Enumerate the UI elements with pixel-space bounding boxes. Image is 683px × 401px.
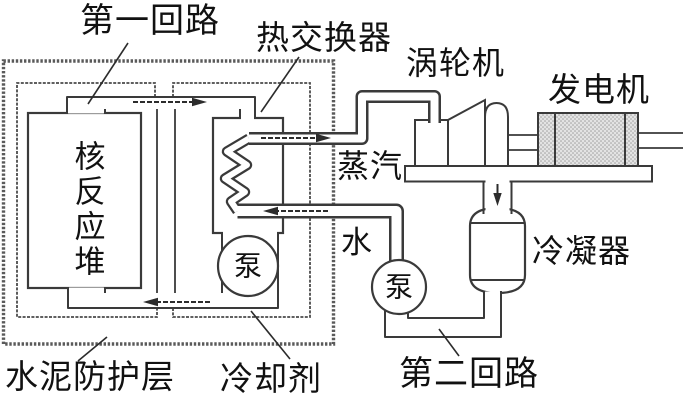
arrow-primary-hot-right: [133, 97, 207, 107]
label-turbine: 涡轮机: [406, 44, 506, 82]
leader-primary-circuit: [87, 42, 129, 105]
label-heat-exchanger: 热交换器: [256, 18, 392, 57]
leader-secondary-circuit: [438, 328, 460, 357]
concrete-shield-outer-wall: [1, 59, 336, 346]
leader-concrete-shield: [77, 336, 108, 362]
label-secondary-circuit: 第二回路: [399, 354, 539, 394]
arrow-condenser-down: [493, 184, 502, 206]
generator-body: [537, 112, 639, 167]
label-concrete-shield: 水泥防护层: [5, 357, 175, 396]
arrow-steam-right: [261, 133, 331, 143]
leader-heat-exchanger: [260, 56, 300, 113]
turbine-inlet-box: [414, 119, 449, 167]
label-reactor: 核反应堆: [68, 140, 105, 280]
secondary-return-outer: [384, 291, 502, 338]
label-coolant: 冷却剂: [220, 359, 322, 398]
leader-coolant: [250, 310, 291, 360]
reactor-box: [26, 111, 143, 290]
arrow-water-left: [263, 206, 328, 216]
label-primary-pump: 泵: [233, 249, 263, 283]
label-steam: 蒸汽: [337, 147, 404, 185]
label-primary-circuit: 第一回路: [80, 1, 220, 41]
secondary-pump-circle: [370, 258, 428, 316]
primary-pump-circle: [216, 234, 280, 298]
label-generator: 发电机: [548, 70, 650, 109]
arrow-primary-cold-left: [143, 297, 210, 307]
drive-shaft: [508, 132, 683, 151]
label-secondary-pump: 泵: [384, 270, 414, 304]
label-condenser: 冷凝器: [532, 232, 632, 270]
primary-hot-pipe-outer: [66, 96, 256, 119]
condenser-vessel: [468, 206, 527, 295]
machine-platform: [404, 165, 653, 183]
label-water: 水: [341, 225, 373, 261]
turbine-generator-assembly: [404, 98, 683, 183]
flow-arrows: [133, 97, 502, 307]
turbine-body: [447, 98, 486, 167]
leader-lines: [77, 42, 460, 362]
concrete-shield-inner-wall: [16, 82, 311, 318]
turbine-cylinder: [484, 101, 509, 167]
